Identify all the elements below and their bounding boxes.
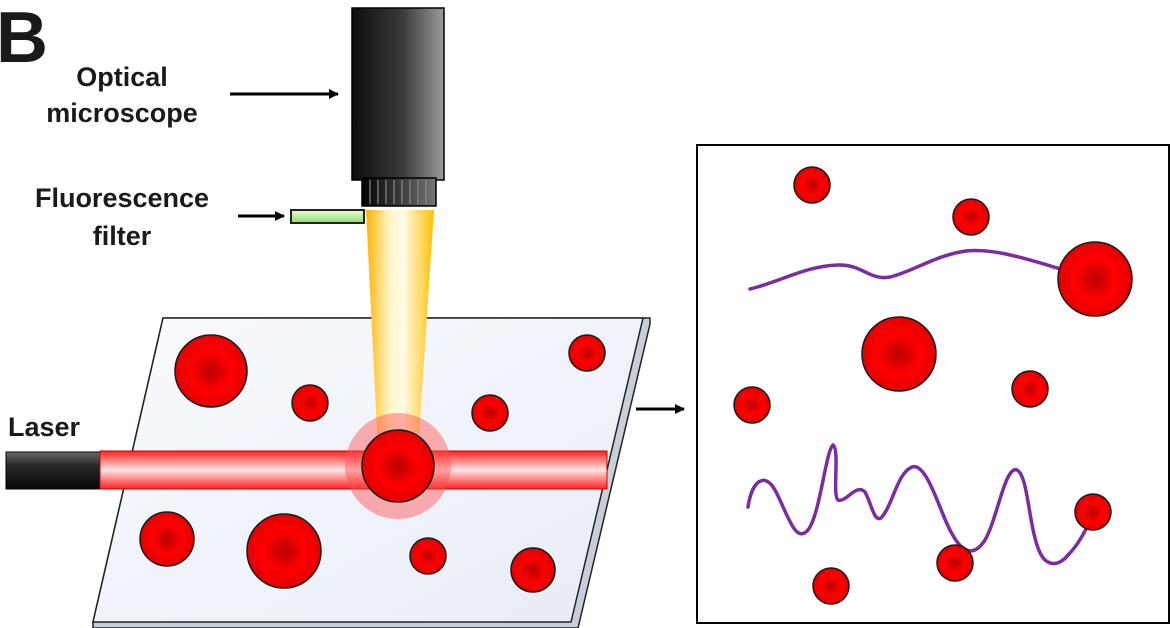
fluorescence-filter: [290, 209, 365, 224]
particle: [1011, 370, 1049, 408]
particle: [793, 166, 831, 204]
microscope-label-line1: Optical: [76, 62, 168, 92]
particle: [174, 334, 248, 408]
laser-source: [5, 451, 103, 490]
microscope-body: [351, 7, 445, 181]
microscope-view: [696, 144, 1170, 624]
slide-particles: [139, 334, 606, 593]
particle: [291, 384, 329, 422]
filter-label-line2: filter: [93, 221, 152, 251]
trajectory-path: [748, 248, 1066, 291]
particle: [471, 394, 509, 432]
particle: [1074, 493, 1112, 531]
particle: [812, 567, 850, 605]
illuminated-particle: [361, 429, 435, 503]
particle: [861, 316, 937, 392]
particle: [568, 334, 606, 372]
particle: [246, 513, 322, 589]
particle: [733, 386, 771, 424]
trajectories: [746, 248, 1092, 566]
particle: [1057, 241, 1133, 317]
view-particles: [733, 166, 1133, 605]
laser-label: Laser: [8, 412, 81, 442]
panel-letter: B: [0, 0, 48, 78]
objective-lens: [361, 177, 437, 207]
particle: [510, 547, 556, 593]
microscope-label-line2: microscope: [46, 98, 198, 128]
microscope: [351, 7, 445, 207]
particle: [952, 198, 990, 236]
laser-beam: [99, 450, 608, 490]
light-cone: [366, 210, 434, 450]
trajectory-path: [746, 442, 1092, 566]
particle: [409, 537, 447, 575]
particle: [936, 544, 974, 582]
particle: [139, 511, 195, 567]
filter-label-line1: Fluorescence: [35, 183, 209, 213]
